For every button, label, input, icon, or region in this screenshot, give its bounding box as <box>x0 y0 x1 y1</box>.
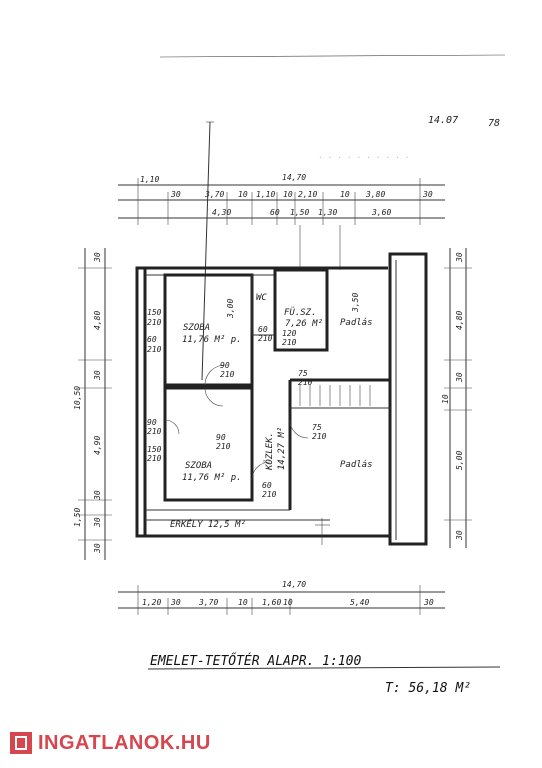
top-dim-4: 10 <box>238 190 248 199</box>
faint-note: · · · · · · · · · · <box>318 153 410 162</box>
total-area: T: 56,18 M² <box>385 681 471 696</box>
right-dim-5: 5,00 <box>455 451 464 470</box>
right-dim-1: 30 <box>455 252 464 263</box>
top-dim-r2-4: 1,30 <box>318 208 337 217</box>
room-szoba-1-area: 11,76 M² p. <box>182 335 242 345</box>
left-dim-7: 30 <box>93 517 102 528</box>
svg-text:60: 60 <box>147 335 157 344</box>
svg-text:75: 75 <box>312 423 322 432</box>
top-dim-2: 30 <box>170 190 181 199</box>
drawing-title: EMELET-TETŐTÉR ALAPR. 1:100 <box>150 653 361 669</box>
right-dim-6: 30 <box>455 530 464 541</box>
svg-text:210: 210 <box>312 432 327 441</box>
left-dim-5: 30 <box>93 490 102 501</box>
left-dim-2: 4,80 <box>93 311 102 330</box>
svg-text:150: 150 <box>147 308 162 317</box>
title-underline <box>147 666 501 670</box>
svg-text:210: 210 <box>147 318 162 327</box>
svg-text:75: 75 <box>298 369 308 378</box>
top-dim-8: 10 <box>340 190 350 199</box>
top-dim-r2-1: 4,30 <box>212 208 231 217</box>
svg-text:10: 10 <box>283 598 293 607</box>
opening-labels: 150 210 60 210 90 210 90 210 150 210 90 … <box>147 293 360 499</box>
left-dim-3: 30 <box>93 370 102 381</box>
room-furdo-label: FÜ.SZ. <box>284 307 317 318</box>
left-dim-4: 4,90 <box>93 436 102 455</box>
svg-text:30: 30 <box>423 598 434 607</box>
ingatlanok-watermark: INGATLANOK.HU <box>10 730 211 756</box>
svg-text:210: 210 <box>298 378 313 387</box>
svg-text:1,20: 1,20 <box>142 598 161 607</box>
top-dimensions: 14,70 1,10 30 3,70 10 1,10 10 2,10 10 3,… <box>118 173 445 225</box>
header-note-a: 14.07 <box>428 115 458 126</box>
room-kozlekedo-label: KÖZLEK. <box>264 432 275 471</box>
bottom-dimensions: 14,70 1,20 30 3,70 10 1,60 10 5,40 30 <box>118 580 445 615</box>
svg-text:90: 90 <box>147 418 157 427</box>
svg-text:210: 210 <box>262 490 277 499</box>
room-padlas-2: Padlás <box>340 460 373 470</box>
svg-text:210: 210 <box>216 442 231 451</box>
room-szoba-2-area: 11,76 M² p. <box>182 473 242 483</box>
top-dim-5: 1,10 <box>256 190 275 199</box>
svg-text:10: 10 <box>238 598 248 607</box>
top-dim-r2-3: 1,50 <box>290 208 309 217</box>
walls <box>135 252 428 546</box>
svg-text:150: 150 <box>147 445 162 454</box>
svg-text:210: 210 <box>147 427 162 436</box>
svg-text:30: 30 <box>170 598 181 607</box>
right-dim-2: 4,80 <box>455 311 464 330</box>
section-line <box>201 121 211 381</box>
svg-text:60: 60 <box>258 325 268 334</box>
room-erkely: ERKÉLY 12,5 M² <box>170 518 246 530</box>
top-border-line <box>159 54 506 58</box>
svg-text:3,50: 3,50 <box>351 293 360 313</box>
svg-text:120: 120 <box>282 329 297 338</box>
left-dimensions: 10,50 30 4,80 30 4,90 30 1,50 30 30 <box>73 248 112 560</box>
top-dim-6: 10 <box>283 190 293 199</box>
left-dim-6: 1,50 <box>73 508 82 527</box>
top-overall-dim: 14,70 <box>282 173 306 182</box>
top-dim-10: 30 <box>422 190 433 199</box>
svg-text:90: 90 <box>220 361 230 370</box>
door-swings <box>164 364 330 545</box>
room-wc-label: WC <box>256 293 267 303</box>
top-dim-1: 1,10 <box>140 175 159 184</box>
svg-text:210: 210 <box>258 334 273 343</box>
room-furdo-area: 7,26 M² <box>285 319 323 329</box>
left-dim-1: 30 <box>93 252 102 263</box>
staircase <box>299 385 371 406</box>
watermark-text: INGATLANOK.HU <box>38 731 211 754</box>
room-szoba-1-label: SZOBA <box>183 323 210 333</box>
top-dim-3: 3,70 <box>204 190 224 199</box>
bottom-overall-dim: 14,70 <box>282 580 306 589</box>
left-dim-8: 30 <box>93 543 102 554</box>
svg-text:210: 210 <box>282 338 297 347</box>
left-overall-dim: 10,50 <box>73 386 82 410</box>
room-labels: SZOBA 11,76 M² p. SZOBA 11,76 M² p. WC F… <box>170 293 373 530</box>
svg-text:210: 210 <box>147 454 162 463</box>
top-dim-9: 3,80 <box>365 190 385 199</box>
top-dim-r2-2: 60 <box>270 208 280 217</box>
header-note-b: 78 <box>488 118 500 129</box>
right-dimensions: 30 4,80 30 10 5,00 30 <box>441 248 472 548</box>
top-dim-7: 2,10 <box>298 190 317 199</box>
room-kozlekedo-area: 14,27 M² <box>277 427 287 470</box>
svg-text:210: 210 <box>220 370 235 379</box>
svg-text:60: 60 <box>262 481 272 490</box>
right-dim-4: 10 <box>441 394 450 404</box>
svg-text:90: 90 <box>216 433 226 442</box>
svg-text:3,00: 3,00 <box>226 299 235 319</box>
svg-text:1,60: 1,60 <box>262 598 281 607</box>
svg-text:210: 210 <box>147 345 162 354</box>
svg-text:5,40: 5,40 <box>350 598 369 607</box>
right-dim-3: 30 <box>455 372 464 383</box>
top-dim-r2-5: 3,60 <box>371 208 391 217</box>
room-padlas-1: Padlás <box>340 318 373 328</box>
room-szoba-2-label: SZOBA <box>185 461 212 471</box>
house-logo-icon <box>10 732 32 754</box>
svg-text:3,70: 3,70 <box>198 598 218 607</box>
